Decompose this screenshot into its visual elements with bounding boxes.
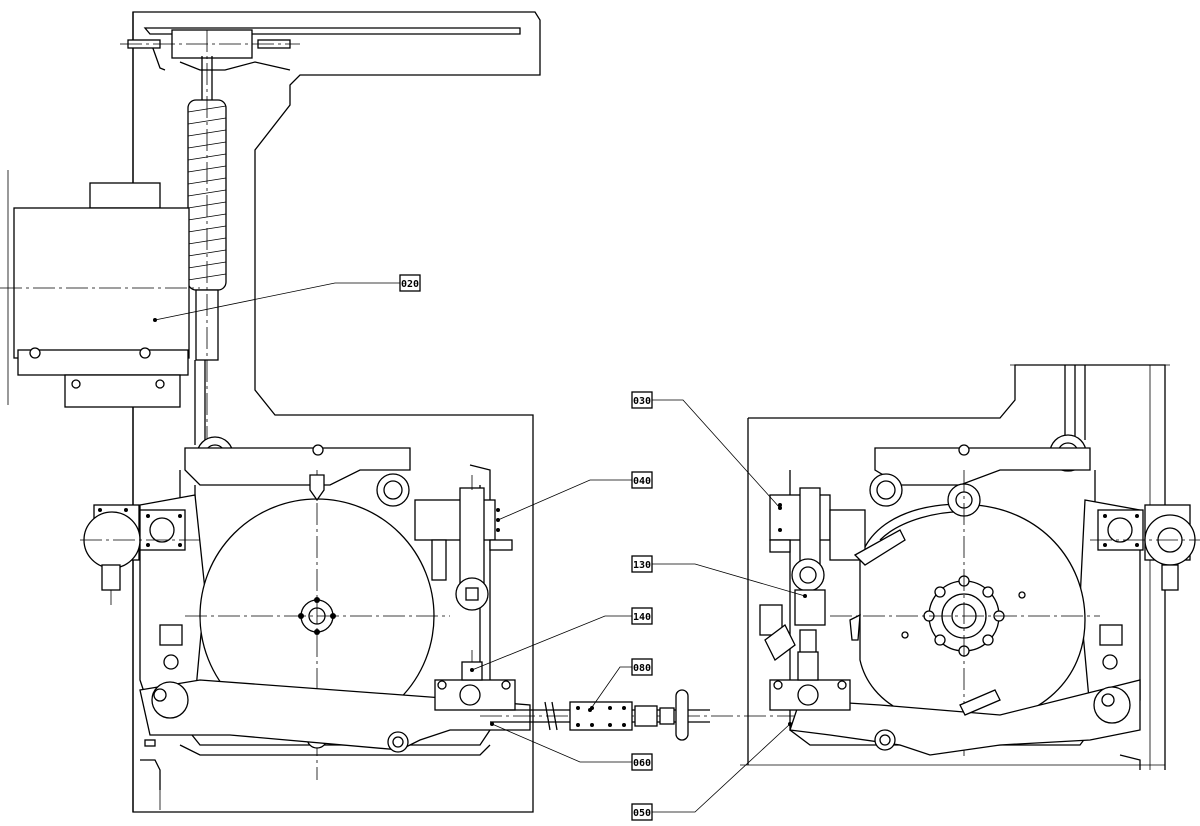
callout-080: 080 bbox=[631, 658, 653, 676]
callout-050: 050 bbox=[631, 803, 653, 821]
callout-label-060: 060 bbox=[633, 758, 651, 769]
brake-drum-left bbox=[185, 470, 450, 780]
callout-label-050: 050 bbox=[633, 808, 651, 819]
callout-040: 040 bbox=[631, 471, 653, 489]
right-brake-assembly bbox=[740, 364, 1200, 770]
callout-label-140: 140 bbox=[633, 612, 651, 623]
callout-140: 140 bbox=[631, 607, 653, 625]
callout-label-130: 130 bbox=[633, 560, 651, 571]
thruster-unit bbox=[0, 170, 200, 408]
callout-020: 020 bbox=[399, 274, 421, 292]
callout-label-040: 040 bbox=[633, 476, 651, 487]
leader-lines bbox=[153, 282, 807, 813]
callout-130: 130 bbox=[631, 555, 653, 573]
callout-label-020: 020 bbox=[401, 279, 419, 290]
callout-label-030: 030 bbox=[633, 396, 651, 407]
callout-060: 060 bbox=[631, 753, 653, 771]
callout-label-080: 080 bbox=[633, 663, 651, 674]
left-brake-assembly bbox=[0, 11, 541, 813]
center-linkage-rod bbox=[480, 689, 800, 741]
callout-030: 030 bbox=[631, 391, 653, 409]
tension-spring bbox=[187, 30, 227, 440]
